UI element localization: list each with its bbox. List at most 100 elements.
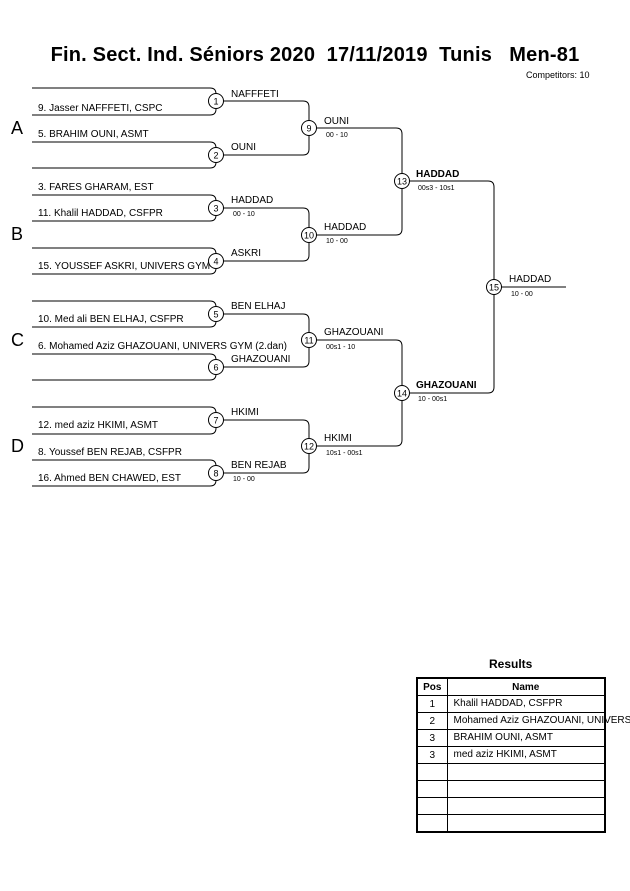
match-winner: HADDAD	[231, 195, 273, 206]
results-row	[416, 814, 606, 833]
match-winner: HADDAD	[509, 274, 551, 285]
match-number: 14	[397, 389, 407, 399]
round3-bracket	[309, 127, 403, 236]
match-number: 8	[213, 469, 218, 479]
match-number: 10	[304, 231, 314, 241]
match-number: 4	[213, 257, 218, 267]
match-number-circle	[208, 253, 224, 269]
match-number-circle	[208, 412, 224, 428]
match-number-circle	[301, 227, 317, 243]
round1-bracket	[32, 353, 217, 381]
result-name: Mohamed Aziz GHAZOUANI, UNIVERS GYM	[453, 715, 630, 726]
match-number-circle	[208, 147, 224, 163]
match-number: 3	[213, 204, 218, 214]
results-table: Pos Name 1 Khalil HADDAD, CSFPR 2 Mohamed A…	[416, 677, 630, 833]
result-pos: 3	[416, 746, 448, 764]
match-winner: BEN REJAB	[231, 460, 287, 471]
pool-letter: D	[11, 436, 24, 456]
match-number: 13	[397, 177, 407, 187]
match-number-circle	[208, 200, 224, 216]
match-number-circle	[208, 93, 224, 109]
entry-name: 12. med aziz HKIMI, ASMT	[38, 420, 158, 431]
match-number-circle	[301, 332, 317, 348]
match-number: 6	[213, 363, 218, 373]
result-pos	[416, 763, 448, 781]
pool-letter: B	[11, 224, 23, 244]
match-number: 9	[306, 124, 311, 134]
match-score: 00 - 10	[233, 211, 255, 218]
match-number-circle	[301, 438, 317, 454]
entry-name: 16. Ahmed BEN CHAWED, EST	[38, 473, 181, 484]
match-number-circle	[208, 359, 224, 375]
match-number: 1	[213, 97, 218, 107]
match-winner: OUNI	[324, 116, 349, 127]
bracket-diagram: 9. Jasser NAFFFETI, CSPC 5. BRAHIM OUNI, …	[11, 87, 566, 487]
match-winner: HKIMI	[231, 407, 259, 418]
match-score: 10 - 00	[233, 476, 255, 483]
result-pos: 1	[416, 695, 448, 713]
match-winner: HKIMI	[324, 433, 352, 444]
entry-name: 11. Khalil HADDAD, CSFPR	[38, 208, 163, 219]
results-header-pos: Pos	[416, 677, 448, 696]
match-score: 10 - 00	[511, 291, 533, 298]
match-winner: GHAZOUANI	[231, 354, 290, 365]
final-bracket	[402, 180, 495, 394]
entry-name: 3. FARES GHARAM, EST	[38, 182, 154, 193]
match-number-circle	[394, 173, 410, 189]
competitors-count: Competitors: 10	[526, 70, 590, 80]
entry-name: 5. BRAHIM OUNI, ASMT	[38, 129, 149, 140]
match-number-circle	[486, 279, 502, 295]
match-number-circle	[394, 385, 410, 401]
match-number-circle	[301, 120, 317, 136]
result-name-cell	[446, 814, 606, 833]
result-pos: 2	[416, 712, 448, 730]
match-winner: BEN ELHAJ	[231, 301, 285, 312]
match-score: 10 - 00s1	[418, 396, 447, 403]
results-row	[416, 797, 606, 815]
match-winner: OUNI	[231, 142, 256, 153]
match-winner: ASKRI	[231, 248, 261, 259]
match-score: 00s1 - 10	[326, 344, 355, 351]
result-pos	[416, 814, 448, 833]
match-number: 5	[213, 310, 218, 320]
results-header-name: Name	[446, 677, 606, 696]
results-row	[416, 763, 606, 781]
result-name-cell: BRAHIM OUNI, ASMT	[446, 729, 606, 747]
match-score: 00 - 10	[326, 132, 348, 139]
results-row: 1 Khalil HADDAD, CSFPR	[416, 695, 606, 713]
pool-letter: A	[11, 118, 23, 138]
round2-bracket	[216, 207, 310, 262]
match-winner: HADDAD	[416, 169, 459, 180]
result-name: Khalil HADDAD, CSFPR	[453, 698, 563, 709]
results-row	[416, 780, 606, 798]
entry-name: 6. Mohamed Aziz GHAZOUANI, UNIVERS GYM (…	[38, 341, 287, 352]
pool-letter: C	[11, 330, 24, 350]
result-name-cell: med aziz HKIMI, ASMT	[446, 746, 606, 764]
match-number: 7	[213, 416, 218, 426]
entry-name: 8. Youssef BEN REJAB, CSFPR	[38, 447, 182, 458]
match-winner: GHAZOUANI	[416, 380, 477, 391]
result-name: BRAHIM OUNI, ASMT	[453, 732, 553, 743]
round1-bracket	[32, 141, 217, 169]
entry-name: 10. Med ali BEN ELHAJ, CSFPR	[38, 314, 184, 325]
result-name-cell	[446, 797, 606, 815]
result-pos	[416, 797, 448, 815]
result-name-cell: Khalil HADDAD, CSFPR	[446, 695, 606, 713]
match-number: 2	[213, 151, 218, 161]
result-name: med aziz HKIMI, ASMT	[453, 749, 557, 760]
results-header-row: Pos Name	[416, 677, 606, 696]
round3-bracket	[309, 339, 403, 447]
results-row: 3 med aziz HKIMI, ASMT	[416, 746, 606, 764]
match-number: 15	[489, 283, 499, 293]
match-number-circle	[208, 306, 224, 322]
entry-name: 9. Jasser NAFFFETI, CSPC	[38, 103, 162, 114]
match-winner: HADDAD	[324, 222, 366, 233]
result-name-cell	[446, 763, 606, 781]
match-number-circle	[208, 465, 224, 481]
match-score: 10 - 00	[326, 238, 348, 245]
result-pos	[416, 780, 448, 798]
result-name-cell	[446, 780, 606, 798]
round2-bracket	[216, 100, 310, 156]
match-number: 12	[304, 442, 314, 452]
